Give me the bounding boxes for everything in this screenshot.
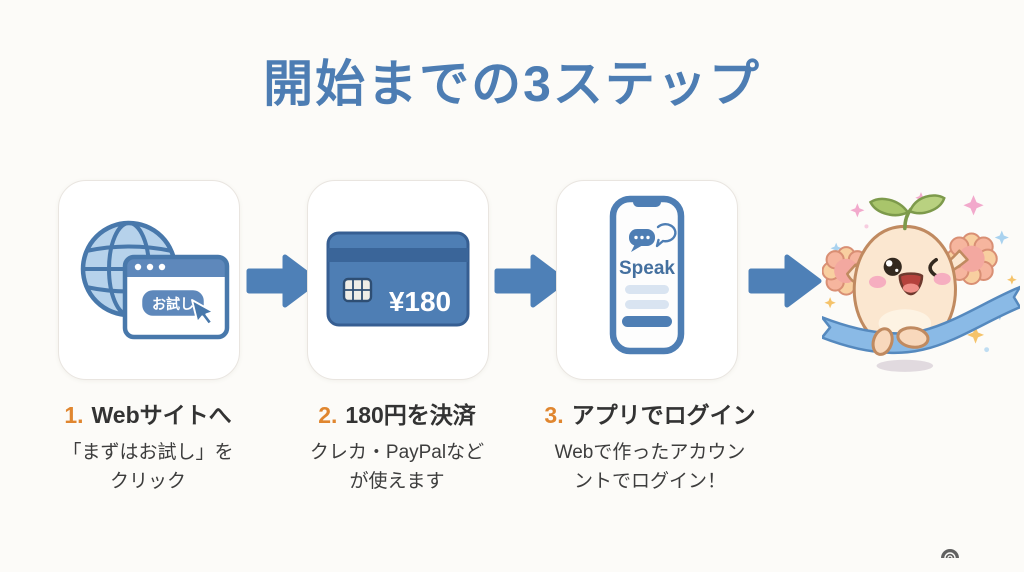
globe-browser-click-icon: お試し [80,220,230,340]
step-desc-line: クレカ・PayPalなど [309,442,485,463]
trial-button-label: お試し [152,296,194,312]
step-heading-2: 2. 180円を決済 [287,396,507,430]
step-desc-line: 「まずはお試し」を [62,442,234,463]
mascot-foot-right [896,326,930,349]
step-heading-1: 1. Webサイトへ [38,396,258,430]
step-label-3: 3. アプリでログイン Webで作ったアカウン ントでログイン！ [527,396,773,496]
step-label-1: 1. Webサイトへ 「まずはお試し」を クリック [38,396,258,496]
cursor-icon [191,299,215,326]
cheering-mascot-finish-ribbon-icon [822,192,1020,372]
page-title: 開始までの3ステップ [263,56,761,112]
step-label-2: 2. 180円を決済 クレカ・PayPalなど が使えます [287,396,507,496]
step-heading-text-1: Webサイトへ [91,402,232,428]
step-card-payment: ¥180 [307,180,489,380]
right-arrow-icon [246,254,320,308]
right-arrow-icon [748,254,822,308]
step-heading-text-2: 180円を決済 [345,402,476,428]
arc-swirl-logo-icon [941,549,959,559]
credit-card-icon: ¥180 [326,231,470,327]
step-card-website: お試し [58,180,240,380]
mascot-face [868,257,951,296]
step-number-3: 3. [544,402,564,428]
step-description-1: 「まずはお試し」を クリック [38,438,258,496]
smartphone-speak-app-icon: Speak [609,195,685,355]
mascot-sprout [868,194,946,231]
step-desc-line: クリック [109,471,186,492]
step-heading-text-3: アプリでログイン [571,402,756,428]
mascot-foot-left [871,327,894,356]
step-heading-3: 3. アプリでログイン [527,396,773,430]
step-description-2: クレカ・PayPalなど が使えます [287,438,507,496]
step-desc-line: ントでログイン！ [573,471,726,492]
trial-button-shape [139,287,207,319]
step-number-1: 1. [64,402,84,428]
phone-notch [633,196,661,207]
step-desc-line: が使えます [349,471,445,492]
step-description-3: Webで作ったアカウン ントでログイン！ [527,438,773,496]
step-number-2: 2. [318,402,338,428]
app-label: Speak [619,258,675,279]
step-desc-line: Webで作ったアカウン [554,442,746,463]
right-arrow-icon [494,254,568,308]
price-label: ¥180 [389,286,451,317]
mascot-shadow [876,359,934,372]
step-card-app-login: Speak [556,180,738,380]
